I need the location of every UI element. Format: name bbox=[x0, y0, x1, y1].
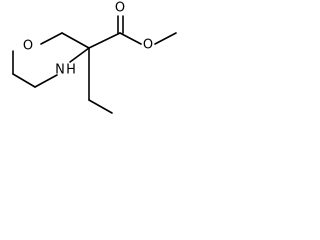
atom-label-carbonyl-oxygen: O bbox=[115, 1, 125, 16]
bond-c3-carbonyl-c bbox=[88, 32, 121, 49]
bond-n4-c5 bbox=[34, 74, 58, 88]
bond-c3-n4 bbox=[69, 47, 90, 63]
bond-c5-c6 bbox=[12, 73, 36, 88]
atom-label-ring-nitrogen-hydrogen: H bbox=[66, 63, 76, 78]
bond-ester-o-methyl bbox=[154, 32, 177, 45]
atom-label-ring-nitrogen: N bbox=[55, 63, 65, 78]
chemical-structure: O N H O O bbox=[12, 1, 177, 114]
atom-label-ester-oxygen: O bbox=[143, 38, 153, 53]
bond-ethyl-ch2-ch3 bbox=[88, 99, 113, 114]
bond-o1-c2 bbox=[40, 32, 63, 45]
bond-carbonyl-c-ester-o bbox=[119, 32, 142, 45]
bond-c2-c3 bbox=[61, 32, 90, 49]
atom-label-ring-oxygen: O bbox=[23, 39, 33, 54]
